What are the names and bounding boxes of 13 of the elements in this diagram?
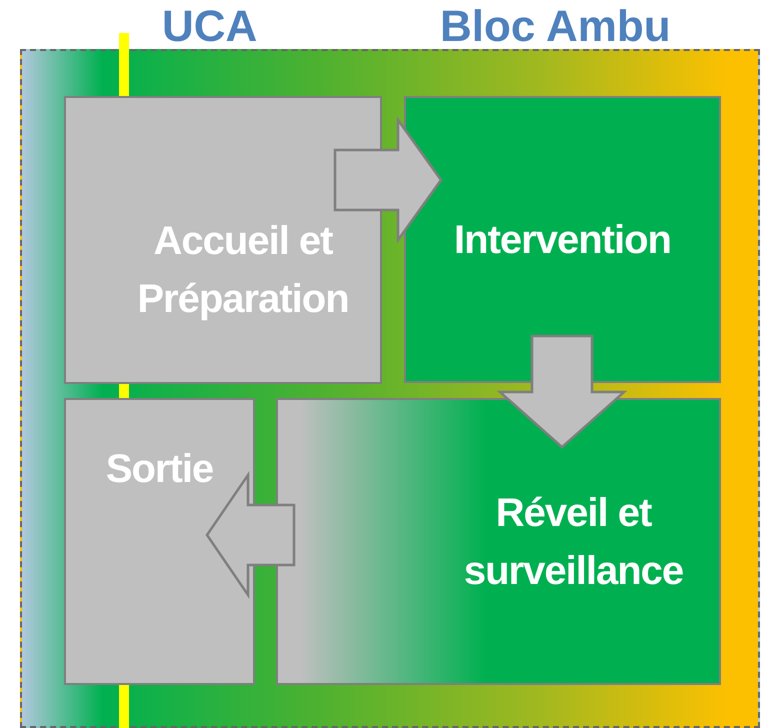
block-arrow (496, 334, 628, 449)
process-box (276, 398, 721, 685)
step-label: Accueil et Préparation (136, 218, 350, 323)
step-label: Intervention (454, 216, 671, 264)
process-box (64, 398, 255, 685)
step-label: Réveil et surveillance (462, 490, 684, 594)
process-box (404, 96, 721, 383)
step-label: Sortie (106, 446, 214, 493)
process-box (64, 96, 382, 384)
zone-heading: UCA (162, 5, 258, 49)
block-arrow (334, 116, 443, 244)
block-arrow (205, 470, 296, 600)
zone-heading: Bloc Ambu (440, 5, 671, 49)
